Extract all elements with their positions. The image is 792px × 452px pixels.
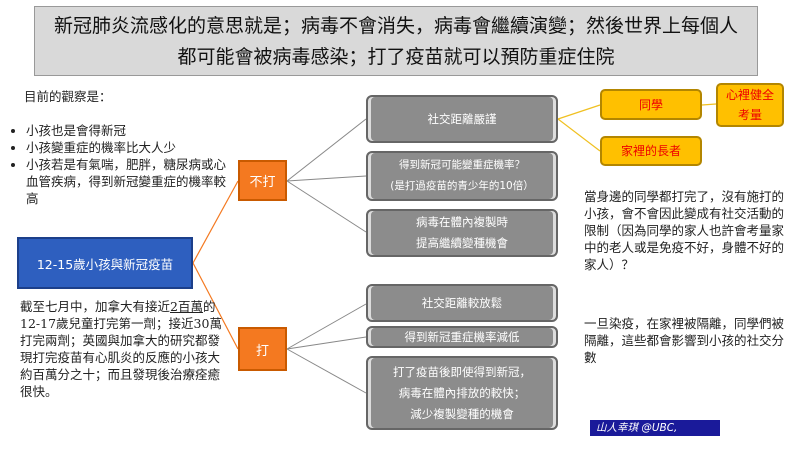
right-note-1: 當身邊的同學都打完了，沒有施打的小孩，會不會因此變成有社交活動的限制（因為同學的… bbox=[584, 189, 785, 272]
elders-node: 家裡的長者 bbox=[600, 136, 702, 166]
canada-note: 截至七月中，加拿大有接近2百萬的12-17歲兒童打完第一劑；接近30萬打完兩劑；… bbox=[20, 298, 225, 400]
no-vaccine-item: 社交距離嚴謹 bbox=[366, 95, 558, 143]
note-text: 截至七月中，加拿大有接近 bbox=[20, 299, 171, 314]
list-item: 小孩若是有氣喘，肥胖，糖尿病或心血管疾病，得到新冠變重症的機率較高 bbox=[26, 156, 231, 207]
observations-heading: 目前的觀察是： bbox=[24, 89, 112, 104]
no-vaccine-node: 不打 bbox=[238, 160, 287, 201]
observations-list: 小孩也是會得新冠 小孩變重症的機率比大人少 小孩若是有氣喘，肥胖，糖尿病或心血管… bbox=[8, 122, 231, 207]
list-item: 小孩變重症的機率比大人少 bbox=[26, 139, 231, 156]
vaccine-node: 打 bbox=[238, 327, 287, 371]
note-highlight: 2百萬 bbox=[170, 299, 203, 314]
vaccine-item: 社交距離較放鬆 bbox=[366, 284, 558, 322]
mental-health-node: 心裡健全考量 bbox=[716, 83, 784, 127]
right-note-2: 一旦染疫，在家裡被隔離，同學們被隔離，這些都會影響到小孩的社交分數 bbox=[584, 316, 785, 365]
no-vaccine-item: 病毒在體內複製時提高繼續變種機會 bbox=[366, 209, 558, 257]
signature: 山人幸琪 @UBC, 09/2021 bbox=[590, 420, 720, 450]
classmates-node: 同學 bbox=[600, 89, 702, 120]
vaccine-item: 得到新冠重症機率減低 bbox=[366, 326, 558, 348]
list-item: 小孩也是會得新冠 bbox=[26, 122, 231, 139]
no-vaccine-item: 得到新冠可能變重症機率？(是打過疫苗的青少年的10倍） bbox=[366, 151, 558, 201]
center-topic: 12-15歲小孩與新冠疫苗 bbox=[17, 237, 193, 289]
note-text: 的12-17歲兒童打完第一劑；接近30萬打完兩劑；英國與加拿大的研究都發現打完疫… bbox=[20, 299, 222, 399]
vaccine-item: 打了疫苗後即使得到新冠，病毒在體內排放的較快；減少複製變種的機會 bbox=[366, 356, 558, 430]
page-title: 新冠肺炎流感化的意思就是；病毒不會消失，病毒會繼續演變；然後世界上每個人都可能會… bbox=[34, 6, 758, 76]
